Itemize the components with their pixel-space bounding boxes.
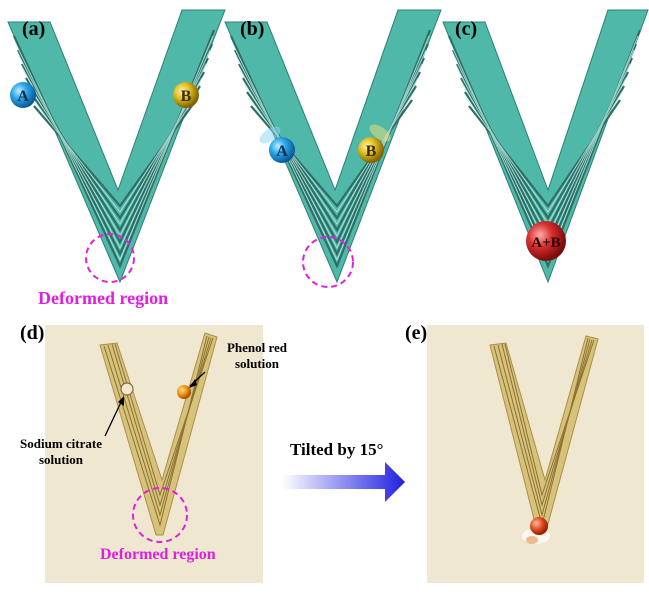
drop-a-motion-trail (259, 126, 281, 144)
panel-label-c: (c) (455, 18, 478, 40)
drop-b-moving-label: B (366, 143, 377, 160)
deformed-region-circle-d (132, 487, 188, 543)
drop-b-label: B (181, 88, 192, 105)
deformed-region-circle-a (85, 233, 135, 283)
phenol-red-annotation: Phenol red solution (212, 340, 302, 372)
phenol-red-line1: Phenol red (226, 340, 288, 355)
sodium-citrate-line2: solution (38, 452, 84, 467)
v-structure-b (224, 9, 442, 284)
photo-e (427, 325, 644, 583)
phenol-red-drop (177, 385, 191, 399)
deformed-region-label-top: Deformed region (38, 288, 169, 308)
v-structure-a (7, 9, 226, 284)
panel-label-d: (d) (20, 322, 45, 344)
drop-a-icon (10, 82, 36, 108)
drop-a-label: A (17, 88, 29, 105)
drop-b-motion-trail (369, 124, 391, 142)
deformed-region-circle-b (302, 236, 354, 288)
drop-b-icon (173, 82, 199, 108)
sodium-citrate-annotation: Sodium citrate solution (6, 436, 116, 468)
tilt-label: Tilted by 15° (290, 440, 384, 459)
photo-d (45, 325, 263, 583)
panel-label-b: (b) (240, 18, 265, 40)
drop-b-moving-icon (358, 137, 384, 163)
merged-drop-icon (526, 221, 566, 261)
tilt-arrow-icon (282, 462, 405, 502)
merged-drop-label: A+B (531, 235, 560, 251)
sodium-citrate-drop (120, 382, 134, 396)
drop-a-moving-icon (269, 137, 295, 163)
panel-label-a: (a) (22, 18, 46, 40)
v-structure-c (442, 9, 649, 284)
deformed-region-label-photo: Deformed region (100, 546, 216, 563)
sodium-citrate-line1: Sodium citrate (20, 436, 102, 451)
drop-a-moving-label: A (276, 143, 288, 160)
merged-photo-drop (530, 517, 548, 535)
panel-label-e: (e) (405, 322, 428, 344)
phenol-red-line2: solution (234, 356, 280, 371)
